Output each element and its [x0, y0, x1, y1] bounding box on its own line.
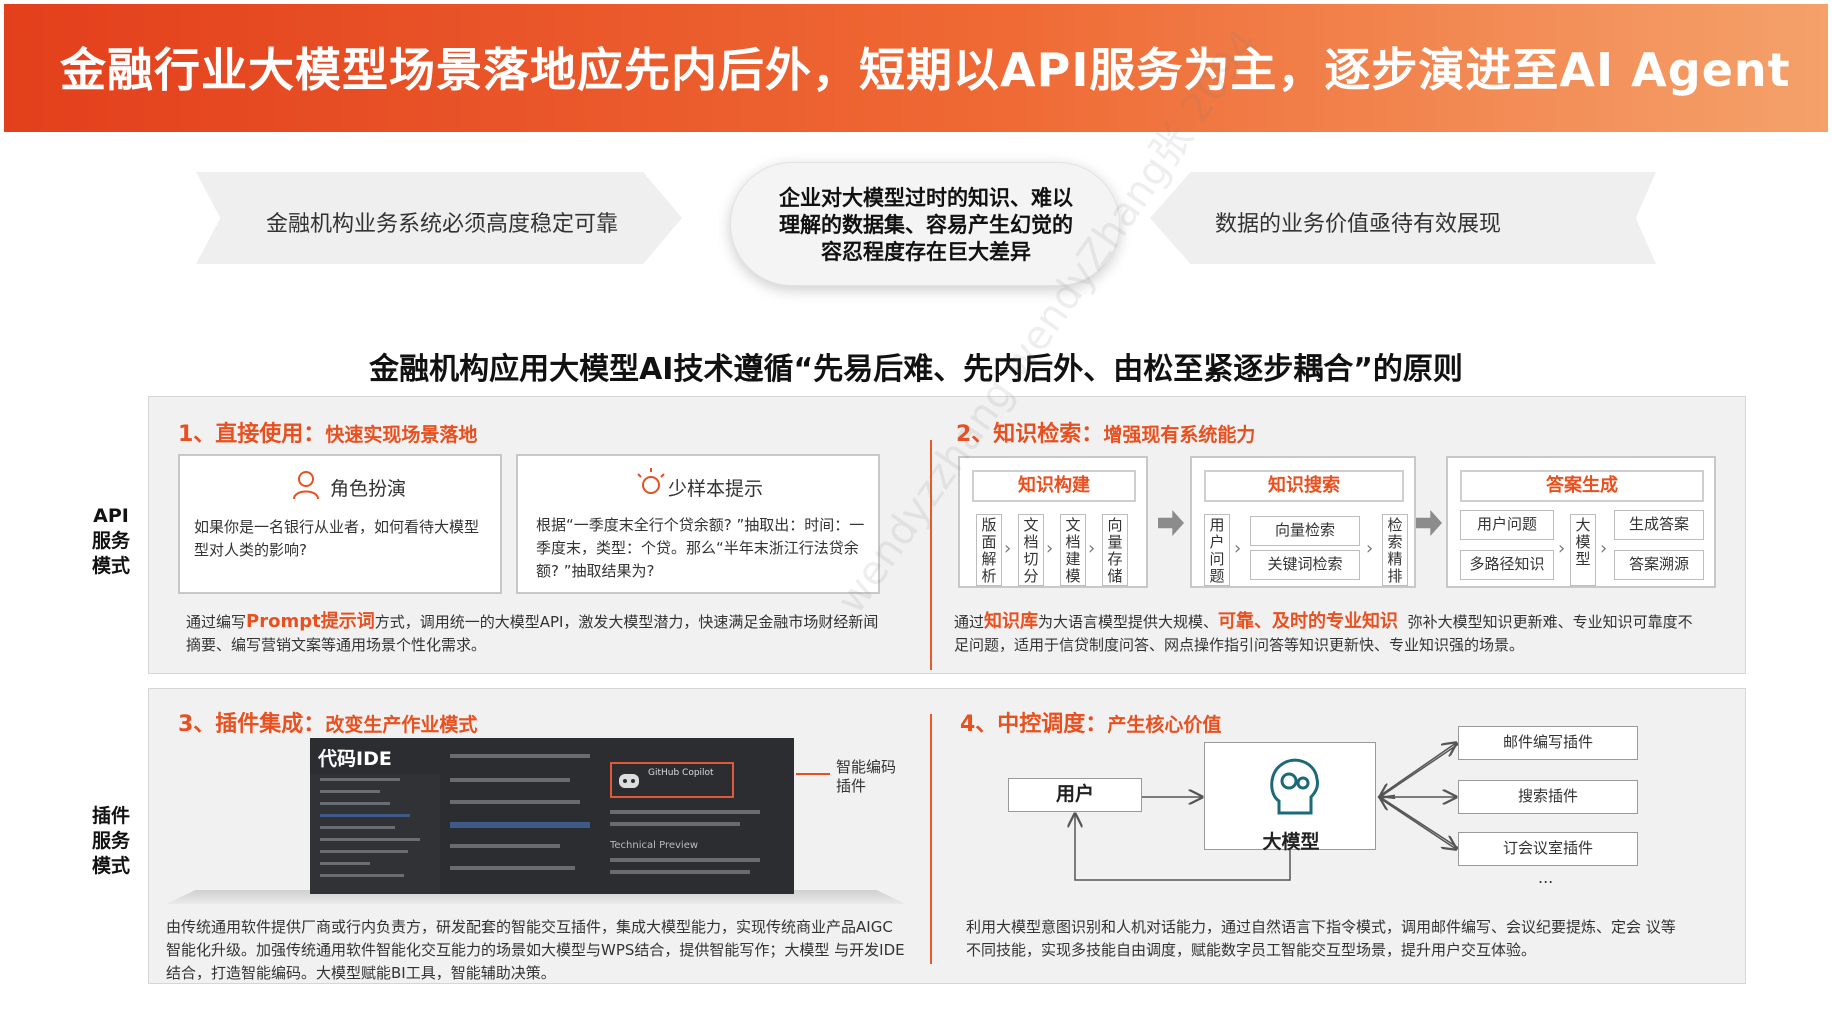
sec1-desc: 通过编写Prompt提示词方式，调用统一的大模型API，激发大模型潜力，快速满足…: [186, 610, 886, 657]
llm-node: 大模型: [1204, 742, 1376, 853]
chevron-right-icon: ›: [1088, 538, 1096, 559]
group-knowledge-build-title: 知识构建: [972, 470, 1136, 502]
side-label-plugin: 插件服务模式: [91, 805, 130, 877]
step-gen-answer: 生成答案: [1614, 510, 1704, 540]
sec4-title-main: 4、中控调度：: [960, 712, 1108, 737]
plugin-search: 搜索插件: [1458, 780, 1638, 814]
lightbulb-icon: [637, 468, 665, 494]
group-answer-gen-title: 答案生成: [1460, 470, 1704, 502]
top-divider: [930, 440, 932, 670]
step-llm: 大模型: [1570, 514, 1596, 586]
header-banner: 金融行业大模型场景落地应先内后外，短期以API服务为主，逐步演进至AI Agen…: [4, 4, 1828, 132]
sec3-subtitle: 改变生产作业模式: [325, 714, 478, 736]
chevron-right-icon: ›: [1234, 538, 1242, 559]
sec2-desc-pre: 通过: [954, 613, 985, 631]
bottom-divider: [930, 714, 932, 964]
side-label-api: API服务模式: [91, 505, 130, 577]
ide-plugin-row: [450, 754, 590, 758]
step-layout-parse: 版面解析: [976, 514, 1002, 586]
callout-line: [796, 773, 830, 775]
step-doc-split: 文档切分: [1018, 514, 1044, 586]
group-knowledge-build: 知识构建 版面解析 › 文档切分 › 文档建模 › 向量存储: [958, 456, 1148, 588]
llm-label: 大模型: [1262, 831, 1320, 853]
banner-center-text: 企业对大模型过时的知识、难以理解的数据集、容易产生幻觉的容忍程度存在巨大差异: [779, 186, 1073, 264]
plugin-email: 邮件编写插件: [1458, 726, 1638, 760]
ide-settings-tree: [310, 774, 440, 894]
ide-title: 代码IDE: [318, 748, 392, 770]
sec2-desc-highlight-1: 知识库: [984, 611, 1039, 632]
group-answer-gen: 答案生成 用户问题 多路径知识 › 大模型 › 生成答案 答案溯源: [1446, 456, 1716, 588]
banner-right-text: 数据的业务价值亟待有效展现: [1215, 212, 1502, 237]
chevron-right-icon: ›: [1558, 538, 1566, 559]
sec2-subtitle: 增强现有系统能力: [1103, 424, 1256, 446]
chevron-right-icon: ›: [1600, 538, 1608, 559]
chevron-right-icon: ›: [1046, 538, 1054, 559]
copilot-icon: [619, 774, 639, 788]
step-keyword-search: 关键词检索: [1250, 550, 1360, 580]
smart-coding-label: 智能编码插件: [836, 758, 897, 795]
banner-center-pill: 企业对大模型过时的知识、难以理解的数据集、容易产生幻觉的容忍程度存在巨大差异: [730, 162, 1120, 286]
sec2-title: 2、知识检索：增强现有系统能力: [956, 416, 1255, 448]
card-role-play-body: 如果你是一名银行从业者，如何看待大模型型对人类的影响?: [194, 518, 480, 559]
ide-copilot-card: GitHub Copilot: [610, 762, 734, 798]
sec2-desc-highlight-2: 可靠、及时的专业知识: [1218, 611, 1399, 632]
step-trace-answer: 答案溯源: [1614, 550, 1704, 580]
step-doc-model: 文档建模: [1060, 514, 1086, 586]
banner-left-arrow: 金融机构业务系统必须高度稳定可靠: [196, 172, 682, 264]
ide-desc-line: [610, 858, 760, 862]
sec4-desc: 利用大模型意图识别和人机对话能力，通过自然语言下指令模式，调用邮件编写、会议纪要…: [966, 918, 1676, 959]
sec3-title: 3、插件集成：改变生产作业模式: [178, 706, 477, 738]
user-node: 用户: [1008, 778, 1142, 812]
card-few-shot-body: 根据“一季度末全行个贷余额? ”抽取出：时间：一季度末，类型：个贷。那么“半年末…: [536, 516, 865, 580]
ide-plugin-row: [450, 778, 570, 782]
sec2-title-main: 2、知识检索：: [956, 422, 1104, 447]
step-user-question-2: 用户问题: [1460, 510, 1554, 540]
ide-plugin-row: [450, 844, 560, 848]
group-knowledge-search: 知识搜索 用户问题 › 向量检索 关键词检索 › 检索精排: [1190, 456, 1416, 588]
banner-left-text: 金融机构业务系统必须高度稳定可靠: [266, 212, 619, 237]
sec1-desc-highlight: Prompt提示词: [246, 611, 375, 632]
sec1-title: 1、直接使用：快速实现场景落地: [178, 416, 477, 448]
sec4-subtitle: 产生核心价值: [1107, 714, 1222, 736]
card-role-play-head: 角色扮演: [330, 478, 407, 500]
chevron-right-icon: ›: [1366, 538, 1374, 559]
page-title: 金融行业大模型场景落地应先内后外，短期以API服务为主，逐步演进至AI Agen…: [60, 43, 1791, 97]
sec4-title: 4、中控调度：产生核心价值: [960, 706, 1221, 738]
sec3-title-main: 3、插件集成：: [178, 712, 326, 737]
sec1-title-main: 1、直接使用：: [178, 422, 326, 447]
step-vector-search: 向量检索: [1250, 516, 1360, 546]
ide-plugin-row: [450, 866, 575, 870]
sec1-subtitle: 快速实现场景落地: [325, 424, 478, 446]
sec3-desc: 由传统通用软件提供厂商或行内负责方，研发配套的智能交互插件，集成大模型能力，实现…: [166, 918, 905, 982]
step-vector-store: 向量存储: [1102, 514, 1128, 586]
sec2-desc: 通过知识库为大语言模型提供大规模、可靠、及时的专业知识 弥补大模型知识更新难、专…: [954, 610, 1694, 657]
ide-plugin-row: [450, 800, 580, 804]
card-few-shot: 少样本提示 根据“一季度末全行个贷余额? ”抽取出：时间：一季度末，类型：个贷。…: [516, 454, 880, 594]
banner-right-arrow: 数据的业务价值亟待有效展现: [1150, 172, 1656, 264]
ide-desc-line: [610, 870, 750, 874]
sec1-desc-pre: 通过编写: [186, 613, 247, 631]
principle-heading: 金融机构应用大模型AI技术遵循“先易后难、先内后外、由松至紧逐步耦合”的原则: [369, 352, 1463, 387]
sec1-desc-post: 方式，调用统一的大模型API，激发大模型潜力，快速满足金融市场财经新闻摘要、编写…: [186, 613, 879, 654]
plugin-meeting: 订会议室插件: [1458, 832, 1638, 866]
step-user-question: 用户问题: [1204, 514, 1230, 586]
ide-screenshot: 代码IDE GitHub Copilot Technical Preview: [310, 738, 794, 894]
ide-copilot-name: GitHub Copilot: [648, 768, 714, 778]
card-role-play: 角色扮演 如果你是一名银行从业者，如何看待大模型型对人类的影响?: [178, 454, 502, 594]
chevron-right-icon: ›: [1004, 538, 1012, 559]
sec2-desc-post: 弥补大模型知识更新难、专业知识可靠度不足问题，适用于信贷制度问答、网点操作指引问…: [954, 613, 1693, 654]
ide-plugin-row: [450, 822, 590, 828]
step-multi-path: 多路径知识: [1460, 550, 1554, 580]
plugin-ellipsis: ...: [1538, 868, 1554, 887]
brain-gear-icon: [1270, 758, 1319, 815]
person-icon: [293, 471, 319, 500]
sec2-desc-mid: 为大语言模型提供大规模、: [1038, 613, 1219, 631]
card-few-shot-head: 少样本提示: [668, 478, 764, 500]
ide-tech-preview: Technical Preview: [610, 840, 699, 851]
group-knowledge-search-title: 知识搜索: [1204, 470, 1404, 502]
ide-desc-line: [610, 822, 740, 826]
ide-desc-line: [610, 810, 760, 814]
step-rerank: 检索精排: [1382, 514, 1408, 586]
